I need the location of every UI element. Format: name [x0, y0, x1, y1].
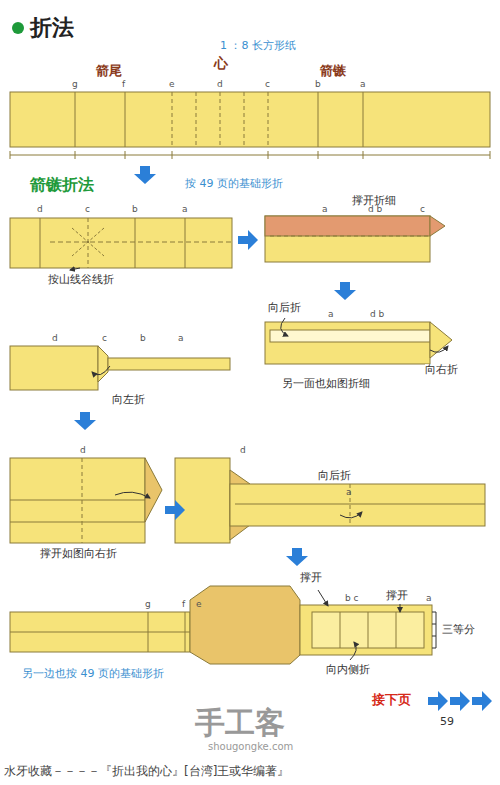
instruction-note: 撑开 — [300, 572, 322, 584]
page-title: 折法 — [30, 16, 74, 40]
instruction-note: 水牙收藏－－－－『折出我的心』[台湾]王或华编著』 — [4, 765, 289, 778]
fold-letter: b c — [345, 594, 359, 604]
fold-letter: c — [265, 80, 270, 90]
instruction-note: 按 49 页的基础形折 — [185, 178, 283, 190]
fold-letter: f — [122, 80, 125, 90]
instruction-note: 按山线谷线折 — [48, 274, 114, 286]
fold-letter: c — [85, 205, 90, 215]
instruction-note: 撑开如图向右折 — [40, 548, 117, 560]
fold-letter: f — [182, 600, 185, 610]
section-label: 心 — [214, 56, 228, 71]
fold-letter: e — [169, 80, 175, 90]
instruction-note: 箭镞折法 — [30, 176, 94, 194]
fold-letter: d b — [370, 310, 384, 320]
fold-letter: a — [178, 334, 184, 344]
instruction-note: 向内侧折 — [326, 664, 370, 676]
fold-letter: d — [37, 205, 43, 215]
fold-letter: c — [102, 334, 107, 344]
instruction-note: 另一边也按 49 页的基础形折 — [22, 668, 164, 680]
fold-letter: b — [132, 205, 138, 215]
instruction-note: 向左折 — [112, 394, 145, 406]
fold-letter: c — [420, 205, 425, 215]
instruction-note: 手工客 — [195, 706, 285, 739]
fold-letter: a — [328, 310, 334, 320]
instruction-note: 接下页 — [372, 693, 411, 707]
instruction-note: 59 — [440, 716, 454, 728]
fold-letter: d b — [368, 205, 382, 215]
fold-letter: g — [145, 600, 151, 610]
instruction-note: shougongke.com — [208, 741, 293, 752]
fold-letter: a — [360, 80, 366, 90]
fold-letter: d — [80, 446, 86, 456]
ratio-note: 1 ：8 长方形纸 — [220, 40, 296, 52]
fold-letter: d — [240, 446, 246, 456]
instruction-note: 向右折 — [425, 364, 458, 376]
instruction-note: 向后折 — [318, 470, 351, 482]
instruction-note: 向后折 — [268, 302, 301, 314]
instruction-note: 三等分 — [442, 624, 475, 636]
section-label: 箭镞 — [320, 64, 346, 78]
fold-letter: b — [140, 334, 146, 344]
instruction-note: 撑开 — [386, 590, 408, 602]
fold-letter: g — [72, 80, 78, 90]
fold-letter: b — [315, 80, 321, 90]
fold-letter: d — [52, 334, 58, 344]
section-label: 箭尾 — [96, 64, 122, 78]
fold-letter: a — [182, 205, 188, 215]
fold-letter: d — [217, 80, 223, 90]
instruction-note: 另一面也如图折细 — [282, 378, 370, 390]
fold-letter: e — [196, 600, 202, 610]
fold-letter: a — [322, 205, 328, 215]
fold-letter: a — [346, 488, 352, 498]
fold-letter: a — [426, 594, 432, 604]
